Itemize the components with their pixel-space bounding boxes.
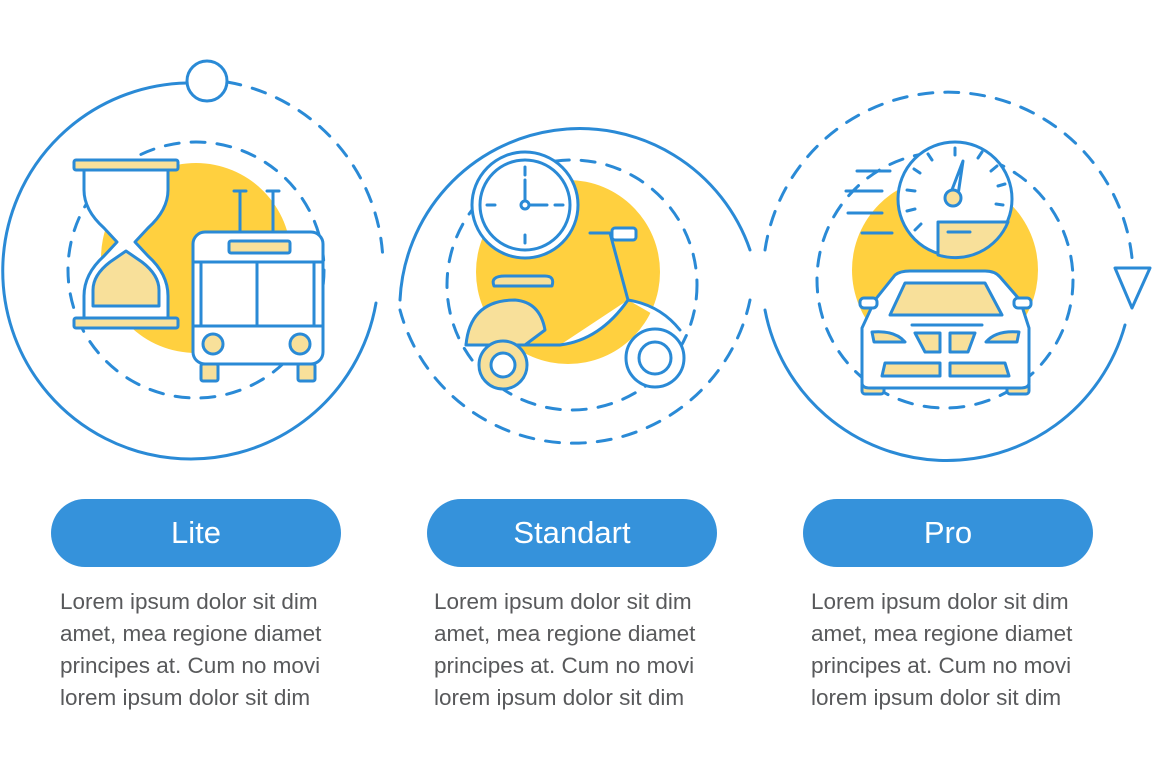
plan-standart-button[interactable]: Standart [427, 499, 717, 567]
description-line: amet, mea regione diamet [434, 621, 696, 646]
infographic-illustration [1, 59, 1152, 462]
speedometer-icon [896, 140, 1014, 260]
scooter-icon [464, 226, 686, 391]
speed-lines-icon [844, 169, 894, 235]
plan-lite-label: Lite [171, 515, 221, 550]
step-2-ring [398, 127, 752, 445]
trolleybus-icon [191, 189, 325, 383]
hourglass-icon [72, 158, 180, 330]
plan-lite-button[interactable]: Lite [51, 499, 341, 567]
description-line: lorem ipsum dolor sit dim [811, 685, 1062, 710]
description-line: lorem ipsum dolor sit dim [60, 685, 311, 710]
plan-standart-label: Standart [513, 515, 631, 550]
description-line: lorem ipsum dolor sit dim [434, 685, 685, 710]
plan-standart-description: Lorem ipsum dolor sit dim amet, mea regi… [434, 586, 734, 714]
description-line: principes at. Cum no movi [60, 653, 321, 678]
plan-pro-description: Lorem ipsum dolor sit dim amet, mea regi… [811, 586, 1111, 714]
description-line: amet, mea regione diamet [811, 621, 1073, 646]
clock-icon [470, 150, 580, 260]
plan-pro-label: Pro [923, 515, 973, 550]
plan-lite-description: Lorem ipsum dolor sit dim amet, mea regi… [60, 586, 360, 714]
arrow-head-icon [1113, 266, 1152, 310]
step-3-ring [763, 90, 1152, 462]
start-node-icon [185, 59, 229, 103]
description-line: Lorem ipsum dolor sit dim [434, 589, 692, 614]
description-line: Lorem ipsum dolor sit dim [60, 589, 318, 614]
description-line: principes at. Cum no movi [434, 653, 695, 678]
description-line: Lorem ipsum dolor sit dim [811, 589, 1069, 614]
car-icon [858, 269, 1033, 396]
description-line: amet, mea regione diamet [60, 621, 322, 646]
description-line: principes at. Cum no movi [811, 653, 1072, 678]
plan-pro-button[interactable]: Pro [803, 499, 1093, 567]
